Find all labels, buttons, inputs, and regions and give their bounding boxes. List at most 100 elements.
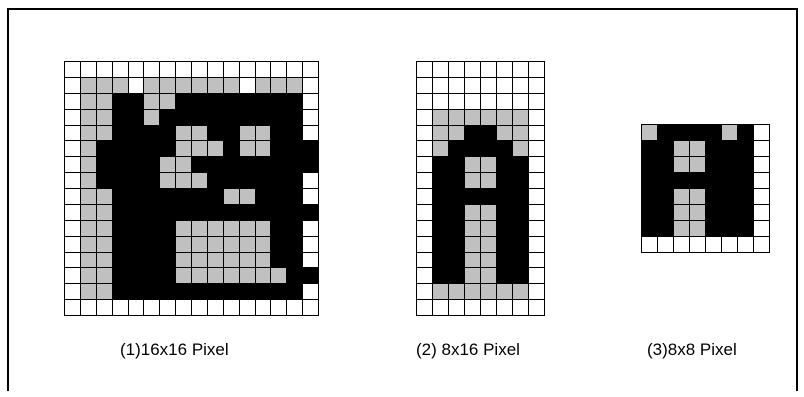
pixel-cell (497, 62, 512, 77)
pixel-cell (754, 221, 769, 236)
pixel-cell (65, 173, 80, 188)
pixel-cell (97, 237, 112, 252)
pixel-cell (176, 284, 191, 299)
pixel-cell (465, 205, 480, 220)
pixel-cell (513, 78, 528, 93)
pixel-cell (240, 141, 255, 156)
pixel-cell (642, 237, 657, 252)
pixel-cell (144, 237, 159, 252)
pixel-cell (481, 126, 496, 141)
pixel-cell (176, 157, 191, 172)
pixel-cell (674, 221, 689, 236)
pixel-cell (417, 300, 432, 315)
pixel-cell (658, 205, 673, 220)
pixel-cell (433, 78, 448, 93)
pixel-cell (497, 141, 512, 156)
pixel-cell (144, 141, 159, 156)
pixel-cell (658, 221, 673, 236)
pixel-cell (224, 253, 239, 268)
pixel-cell (144, 284, 159, 299)
pixel-cell (465, 300, 480, 315)
pixel-cell (144, 126, 159, 141)
pixel-cell (433, 221, 448, 236)
pixel-cell (513, 157, 528, 172)
pixel-cell (529, 110, 544, 125)
pixel-cell (97, 221, 112, 236)
pixel-cell (113, 237, 128, 252)
pixel-cell (129, 237, 144, 252)
pixel-cell (738, 221, 753, 236)
pixel-cell (129, 300, 144, 315)
pixel-cell (192, 300, 207, 315)
pixel-cell (113, 157, 128, 172)
pixel-cell (129, 141, 144, 156)
pixel-cell (449, 78, 464, 93)
pixel-cell (674, 173, 689, 188)
pixel-cell (176, 300, 191, 315)
pixel-cell (722, 157, 737, 172)
pixel-cell (674, 189, 689, 204)
pixel-cell (690, 141, 705, 156)
pixel-cell (706, 125, 721, 140)
pixel-cell (287, 268, 302, 283)
pixel-cell (529, 173, 544, 188)
pixel-cell (97, 268, 112, 283)
pixel-cell (240, 157, 255, 172)
pixel-cell (129, 157, 144, 172)
pixel-cell (113, 94, 128, 109)
pixel-cell (97, 141, 112, 156)
pixel-cell (449, 126, 464, 141)
pixel-cell (97, 78, 112, 93)
pixel-cell (417, 157, 432, 172)
pixel-cell (513, 284, 528, 299)
pixel-cell (129, 110, 144, 125)
pixel-cell (129, 78, 144, 93)
pixel-cell (224, 300, 239, 315)
pixel-cell (417, 284, 432, 299)
pixel-cell (287, 94, 302, 109)
pixel-cell (465, 62, 480, 77)
pixel-cell (240, 205, 255, 220)
pixel-cell (192, 157, 207, 172)
pixel-cell (481, 78, 496, 93)
pixel-cell (303, 78, 318, 93)
pixel-cell (240, 237, 255, 252)
pixel-cell (529, 253, 544, 268)
pixel-cell (144, 268, 159, 283)
pixel-cell (208, 221, 223, 236)
pixel-cell (256, 110, 271, 125)
pixel-cell (738, 157, 753, 172)
pixel-cell (417, 173, 432, 188)
pixel-cell (658, 141, 673, 156)
pixel-cell (271, 94, 286, 109)
pixel-cell (176, 78, 191, 93)
pixel-cell (417, 268, 432, 283)
pixel-cell (271, 221, 286, 236)
pixel-cell (497, 173, 512, 188)
pixel-cell (738, 125, 753, 140)
pixel-cell (287, 237, 302, 252)
pixel-cell (706, 173, 721, 188)
pixel-cell (513, 173, 528, 188)
pixel-cell (81, 253, 96, 268)
pixel-cell (144, 157, 159, 172)
pixel-cell (642, 125, 657, 140)
pixel-cell (97, 94, 112, 109)
pixel-cell (65, 94, 80, 109)
pixel-cell (529, 221, 544, 236)
pixel-cell (144, 253, 159, 268)
pixel-cell (706, 141, 721, 156)
pixel-cell (113, 284, 128, 299)
pixel-cell (97, 205, 112, 220)
pixel-cell (240, 110, 255, 125)
pixel-cell (176, 62, 191, 77)
pixel-cell (433, 237, 448, 252)
pixel-cell (97, 189, 112, 204)
pixel-cell (497, 205, 512, 220)
pixel-cell (144, 173, 159, 188)
pixel-cell (529, 300, 544, 315)
pixel-cell (192, 189, 207, 204)
pixel-cell (224, 141, 239, 156)
pixel-cell (449, 173, 464, 188)
pixel-cell (81, 141, 96, 156)
